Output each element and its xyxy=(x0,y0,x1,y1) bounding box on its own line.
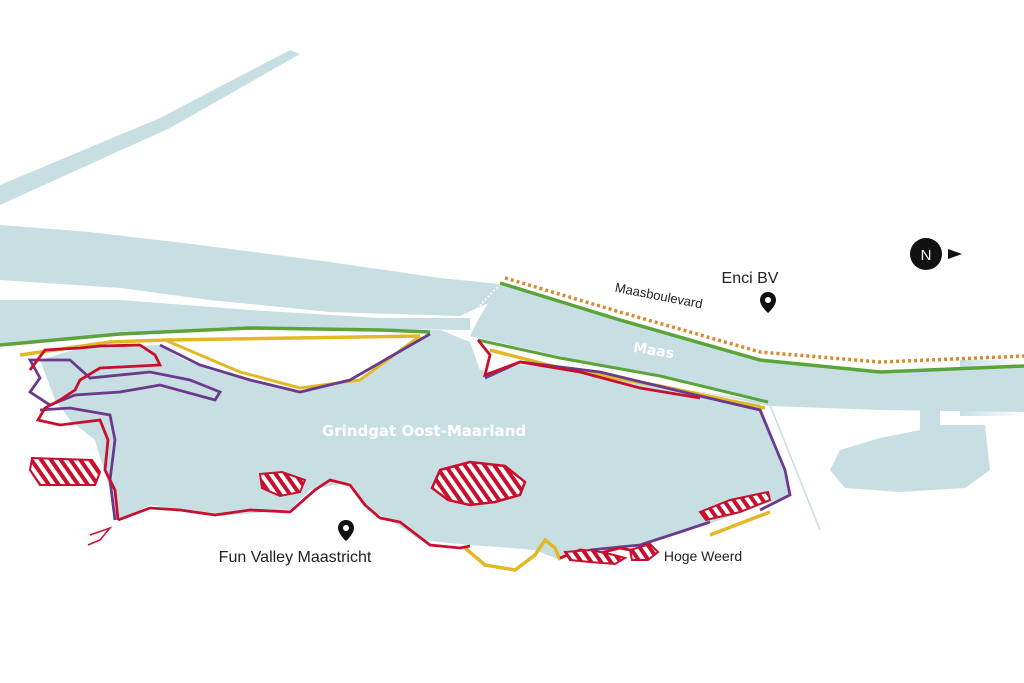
route-red-west xyxy=(28,343,163,521)
north-arrow-icon: N xyxy=(910,238,962,270)
route-yellow-inlet xyxy=(164,334,421,390)
route-purple-south xyxy=(589,520,711,552)
route-yellow-bottom xyxy=(463,537,562,572)
hatched-area-west xyxy=(28,456,102,486)
hoge-weerd-label: Hoge Weerd xyxy=(664,548,742,564)
route-green-lake xyxy=(477,338,769,404)
route-yellow-right xyxy=(489,348,766,410)
route-green-left xyxy=(0,326,431,347)
fun-valley-label: Fun Valley Maastricht xyxy=(219,549,372,566)
route-orange-dotted xyxy=(504,276,1024,364)
lake-label: Grindgat Oost-Maarland xyxy=(322,422,526,440)
north-letter: N xyxy=(921,247,932,264)
hatched-area-center xyxy=(430,460,527,507)
river-label: Maas xyxy=(632,340,675,362)
hatched-area-east xyxy=(698,490,772,522)
side-stream xyxy=(769,404,821,531)
map-pin-icon[interactable] xyxy=(760,292,776,313)
route-yellow-hoge-weerd xyxy=(709,510,771,537)
hatched-area-south-2 xyxy=(628,542,660,561)
maas-river xyxy=(470,283,1024,412)
middle-canal xyxy=(0,225,500,316)
enci-label: Enci BV xyxy=(722,270,779,287)
dotted-channel xyxy=(469,283,501,317)
route-purple-west xyxy=(39,406,117,521)
route-purple-lake xyxy=(27,358,223,407)
lake-grindgat xyxy=(40,330,790,560)
route-red-small-left xyxy=(87,526,113,546)
right-pond xyxy=(830,408,990,492)
map-pin-icon[interactable] xyxy=(338,520,354,541)
lake-inlet-right xyxy=(478,340,765,402)
route-purple-inlet xyxy=(159,332,431,394)
hatched-area-small xyxy=(258,470,307,498)
hatched-area-south xyxy=(563,548,628,566)
road-label: Maasboulevard xyxy=(614,280,704,312)
route-green-right xyxy=(499,281,1024,374)
route-red-east xyxy=(476,339,701,400)
upper-canal xyxy=(0,50,300,205)
route-red-south xyxy=(117,478,471,550)
